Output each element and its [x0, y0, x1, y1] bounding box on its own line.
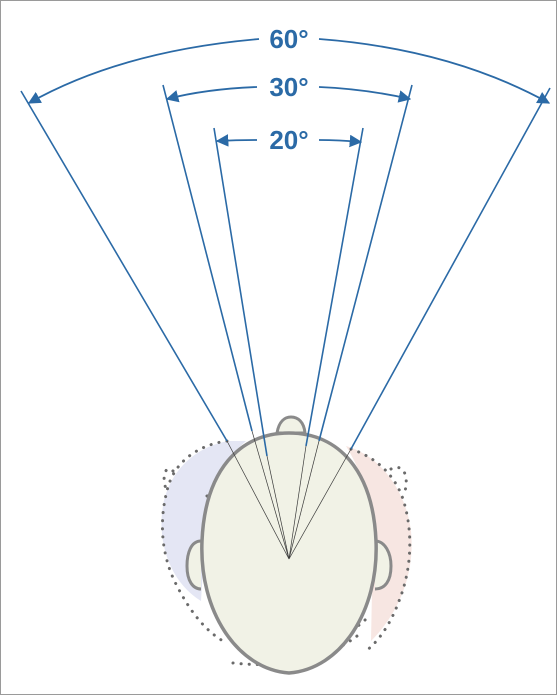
angle-label-20: 20° — [269, 125, 308, 155]
angle-arcs — [27, 38, 551, 148]
head-outline — [200, 431, 378, 675]
inner-ray-20-right — [288, 445, 307, 560]
inner-ray-60-left — [226, 440, 290, 560]
arc-30-right — [318, 86, 412, 103]
angle-label-30: 30° — [269, 72, 308, 102]
view-line-20-left — [213, 127, 268, 457]
arc-20-left — [215, 134, 258, 147]
dotted-outline-right — [349, 447, 412, 653]
view-line-60-right — [350, 87, 551, 450]
view-line-60-left — [20, 90, 228, 442]
inner-ray-20-left — [266, 455, 290, 560]
head — [185, 415, 393, 675]
view-line-30-right — [318, 84, 413, 442]
dotted-outline-left — [160, 439, 229, 643]
head-ear-right — [374, 539, 393, 591]
dotted-ear-right — [389, 466, 408, 493]
inner-ray-30-left — [251, 430, 290, 560]
inner-ray-60-right — [288, 448, 352, 560]
head-ear-left — [185, 539, 202, 591]
inner-ray-30-right — [288, 440, 320, 560]
angle-label-60: 60° — [269, 24, 308, 54]
arc-30-left — [165, 86, 258, 103]
sight-rays-inner — [226, 430, 352, 560]
arc-20-right — [318, 134, 363, 148]
arc-60-right — [318, 38, 551, 104]
arc-60-left — [27, 38, 260, 104]
view-line-30-left — [162, 84, 253, 432]
dotted-chin-right — [231, 629, 365, 666]
view-lines — [20, 84, 551, 457]
head-nose — [275, 415, 307, 435]
view-line-20-right — [305, 127, 364, 447]
